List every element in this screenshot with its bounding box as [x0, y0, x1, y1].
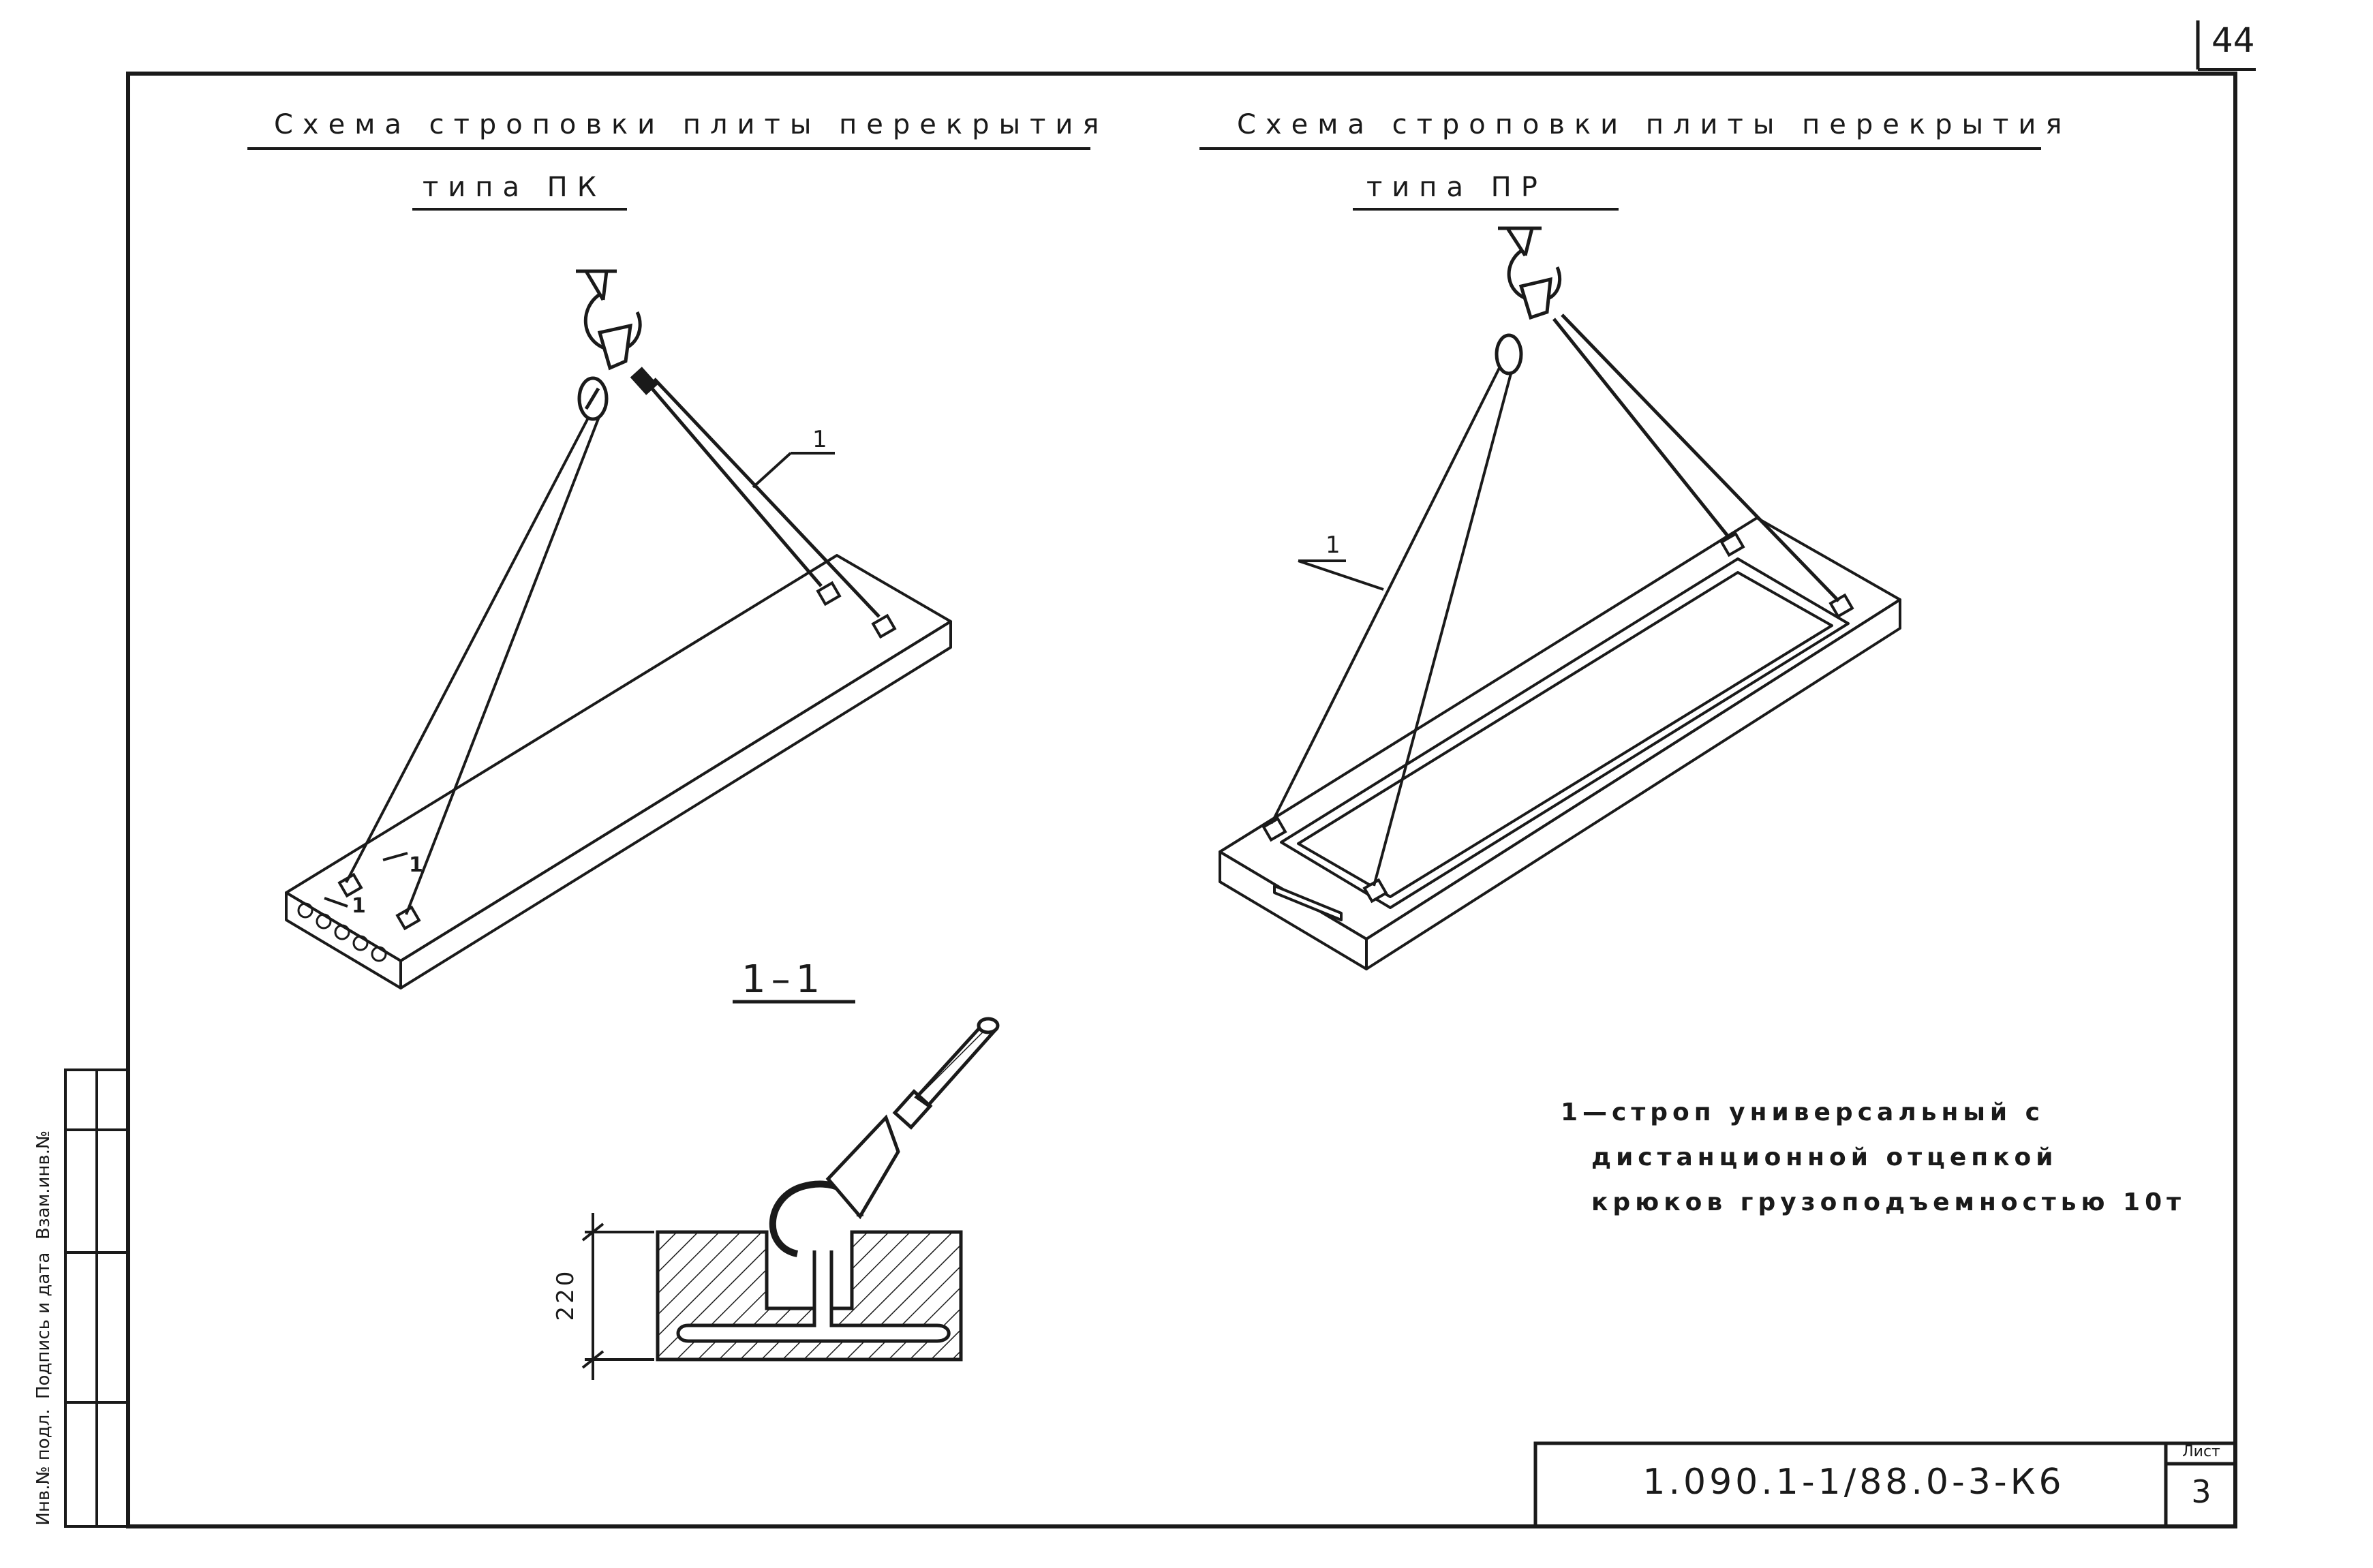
pk-sling — [345, 367, 881, 915]
title-underlines — [247, 147, 2041, 211]
dimension-label: 220 — [552, 1268, 579, 1321]
pk-section-mark-bottom: 1 — [352, 894, 366, 918]
pk-callout-number: 1 — [812, 426, 827, 453]
sheet-label: Лист — [2182, 1443, 2220, 1460]
pr-slab — [1219, 517, 1901, 970]
legend-line1: 1—строп универсальный с — [1561, 1098, 2045, 1126]
sheet-number: 3 — [2191, 1473, 2211, 1510]
legend-line2: дистанционной отцепкой — [1591, 1143, 2058, 1171]
stamp-replaced-inv: Взам.инв.№ — [33, 1131, 54, 1240]
section-title: 1–1 — [741, 957, 826, 1002]
pr-hook-assembly — [1495, 226, 1562, 375]
pr-callout-number: 1 — [1326, 532, 1341, 559]
section-detail — [656, 1017, 1000, 1362]
stamp-inv-original: Инв.№ подл. — [33, 1409, 54, 1526]
pk-slab-voids — [297, 902, 387, 962]
pk-lifting-loops — [337, 581, 897, 931]
pk-leader-line — [752, 452, 792, 489]
dimension-220 — [581, 1213, 654, 1380]
pr-title-line2: типа ПР — [1366, 172, 1547, 203]
pk-hook-assembly — [576, 269, 642, 421]
stamp-signature-date: Подпись и дата — [33, 1252, 54, 1399]
pk-title-line1: Схема строповки плиты перекрытия — [274, 109, 1109, 140]
pk-title-line2: типа ПК — [423, 172, 607, 203]
pr-sling — [1270, 313, 1840, 887]
designation: 1.090.1-1/88.0-3-К6 — [1642, 1462, 2065, 1503]
pk-section-mark — [324, 852, 408, 908]
pr-title-line1: Схема строповки плиты перекрытия — [1237, 109, 2072, 140]
corner-page-number: 44 — [2211, 20, 2255, 60]
title-block — [1533, 1441, 2237, 1528]
legend-line3: крюков грузоподъемностью 10т — [1591, 1188, 2186, 1216]
stamp-column — [64, 1069, 129, 1528]
pk-section-mark-top: 1 — [409, 853, 423, 877]
sheet-frame — [126, 20, 2256, 1528]
pk-slab — [285, 554, 952, 989]
pr-leader-line — [1298, 559, 1384, 591]
